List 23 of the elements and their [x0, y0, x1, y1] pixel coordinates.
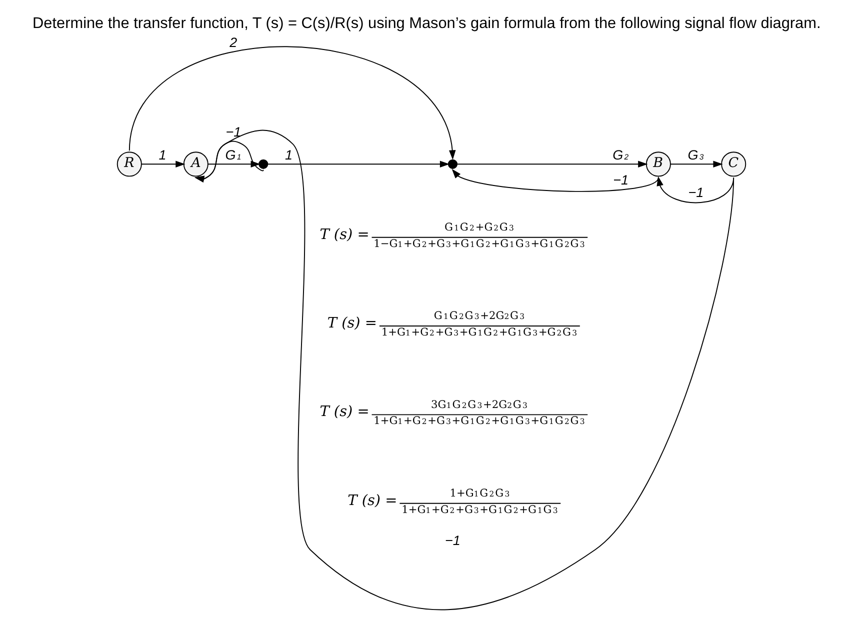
edge-label: G3	[687, 148, 704, 163]
label: T (s) =	[319, 226, 369, 243]
label: T (s) =	[347, 492, 397, 509]
edge-label: −1	[688, 185, 704, 200]
label: G1G2+G2G3	[444, 221, 514, 234]
label: T (s) =	[319, 404, 369, 420]
label: 1+G1+G2+G3+G1G2+G1G3	[401, 504, 558, 516]
label: 1−G1+G2+G3+G1G2+G1G3+G1G2G3	[373, 238, 584, 250]
edge-label: 1	[158, 148, 166, 163]
label: 1+G1G2G3	[449, 487, 510, 500]
edge-label: 2	[229, 34, 237, 50]
edge-label: −1	[612, 172, 628, 188]
edge-label: −1	[225, 124, 241, 140]
edge-label: 1	[284, 148, 292, 163]
label: 1+G1+G2+G3+G1G2+G1G3+G2G3	[380, 326, 577, 338]
edge-label: −1	[444, 532, 460, 548]
label: 3G1G2G3+2G2G3	[430, 398, 527, 411]
label: G1G2G3+2G2G3	[433, 310, 524, 322]
label: 1+G1+G2+G3+G1G2+G1G3+G1G2G3	[373, 415, 584, 428]
label: T (s) =	[326, 315, 377, 332]
edge-label: G2	[612, 148, 628, 163]
edge-label: G1	[224, 148, 241, 163]
diagram-title: Determine the transfer function, T (s) = C(s)/R(s) using Mason’s gain formula from the following signal flow diagram.	[32, 15, 820, 32]
